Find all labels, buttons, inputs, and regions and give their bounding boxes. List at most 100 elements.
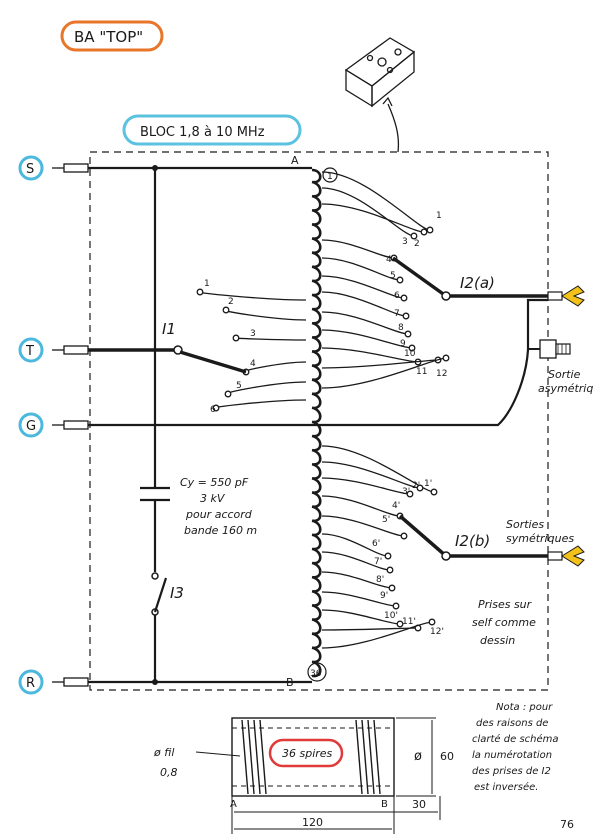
capacitor-note-line-2: 3 kV <box>200 492 226 505</box>
upper-tap-wire <box>321 171 431 231</box>
i1-contact <box>232 334 240 342</box>
lower-tap-wire <box>321 445 435 493</box>
coil-form-end-a: A <box>230 799 237 810</box>
terminal-g: G <box>18 412 89 438</box>
i1-contact-label: 6 <box>210 405 216 415</box>
coil-winding <box>311 168 322 678</box>
switch-i2b: I2(b) <box>398 514 548 561</box>
coil-diameter-symbol: ø <box>414 749 422 764</box>
nota-line-3: clarté de schéma <box>472 733 559 745</box>
lower-tap-wire <box>321 495 401 517</box>
i1-contact-label: 1 <box>204 279 210 289</box>
lower-contact-label: 4' <box>392 501 400 511</box>
upper-tap-wire <box>321 257 401 281</box>
coil-form-end-b: B <box>381 799 388 810</box>
lower-contact-label: 8' <box>376 575 384 585</box>
output-connector-upper <box>547 285 585 307</box>
output-sym-line-2: symétriques <box>506 532 574 545</box>
taps-note-line-3: dessin <box>480 634 515 647</box>
lower-contact <box>406 490 414 498</box>
coil-form-drawing: 36 spires ø 60 A B 30 120 ø fil 0,8 <box>153 717 454 834</box>
switch-i2a-label: I2(a) <box>460 274 495 292</box>
upper-tap-wire <box>321 187 415 237</box>
i1-contact <box>224 390 232 398</box>
switch-i3: I3 <box>151 572 184 616</box>
terminal-t-label: T <box>25 344 34 359</box>
tapped-coil <box>311 168 322 678</box>
block-label: BLOC 1,8 à 10 MHz <box>140 125 265 140</box>
switch-block-sketch <box>344 37 416 153</box>
upper-tap-wire <box>321 329 413 349</box>
lower-tap-wire <box>321 621 433 649</box>
upper-tap-wire <box>321 291 407 317</box>
coil-end-b: B <box>286 676 294 689</box>
lower-contact-label: 2' <box>412 481 420 491</box>
lower-tap-wire <box>321 551 391 571</box>
terminal-r-label: R <box>26 676 35 691</box>
block-label-highlight <box>122 114 302 146</box>
i1-contact-label: 5 <box>236 381 242 391</box>
lower-tap-wire <box>321 533 389 557</box>
upper-tap-wire <box>321 275 405 299</box>
switch-i1: I1 <box>162 320 247 374</box>
lower-contact-label: 9' <box>380 591 388 601</box>
output-connector-asym <box>528 339 571 359</box>
i1-tap-wire <box>213 399 307 409</box>
lower-contact-label: 5' <box>382 515 390 525</box>
switch-i3-label: I3 <box>170 584 184 602</box>
terminal-s: S <box>18 155 89 181</box>
lower-contact <box>392 602 400 610</box>
lower-tap-wire <box>321 461 421 489</box>
output-sym-line-1: Sorties <box>506 518 544 531</box>
upper-contact <box>420 228 428 236</box>
enclosure-outline <box>89 151 549 691</box>
lower-contact-label: 7' <box>374 557 382 567</box>
upper-contact-label: 2 <box>414 239 420 249</box>
taps-note: Prises sur self comme dessin <box>472 598 536 647</box>
upper-tap-wire <box>321 203 425 233</box>
lower-contact-label: 11' <box>402 617 416 627</box>
lower-contact-label: 10' <box>384 611 398 621</box>
terminal-g-label: G <box>26 419 36 434</box>
lower-contact <box>430 488 438 496</box>
page-title: BA "TOP" <box>74 28 143 46</box>
terminal-r: R <box>18 669 89 695</box>
lower-contact-label: 3' <box>402 487 410 497</box>
nota-box: Nota : pour des raisons de clarté de sch… <box>472 702 559 793</box>
wire-diameter-line-1: ø fil <box>153 746 174 759</box>
upper-contact <box>426 226 434 234</box>
i1-contact <box>212 404 220 412</box>
lower-contact <box>386 566 394 574</box>
lower-contact <box>416 484 424 492</box>
i1-contact <box>196 288 204 296</box>
nota-line-2: des raisons de <box>476 718 548 729</box>
lower-tap-wire <box>321 477 411 495</box>
nota-line-4: la numérotation <box>472 749 552 761</box>
upper-contact <box>442 354 450 362</box>
capacitor-note-line-4: bande 160 m <box>184 524 257 537</box>
coil-end-a: A <box>291 154 299 167</box>
upper-contact-label: 3 <box>402 237 408 247</box>
coil-last-tap: 36 <box>310 669 322 679</box>
terminal-t: T <box>18 337 89 363</box>
i1-contact-label: 2 <box>228 297 234 307</box>
upper-contact <box>404 330 412 338</box>
lower-contact <box>396 620 404 628</box>
lower-tap-wire <box>321 627 419 631</box>
upper-contact-label: 7 <box>394 309 400 319</box>
upper-contact-label: 9 <box>400 339 406 349</box>
lower-tap-wire <box>321 609 401 625</box>
nota-line-1: Nota : pour <box>496 702 553 713</box>
lower-contact <box>428 618 436 626</box>
taps-note-line-1: Prises sur <box>478 598 533 611</box>
upper-contact-label: 8 <box>398 323 404 333</box>
capacitor-note-line-1: Cy = 550 pF <box>180 476 249 489</box>
lower-contact-label: 1' <box>424 479 432 489</box>
upper-contact-label: 1 <box>436 211 442 221</box>
upper-contact <box>402 312 410 320</box>
upper-tap-wire <box>321 359 439 369</box>
upper-contact-label: 10 <box>404 349 416 359</box>
lower-tap-wire <box>321 571 393 589</box>
output-asym-line-1: Sortie <box>548 368 581 381</box>
